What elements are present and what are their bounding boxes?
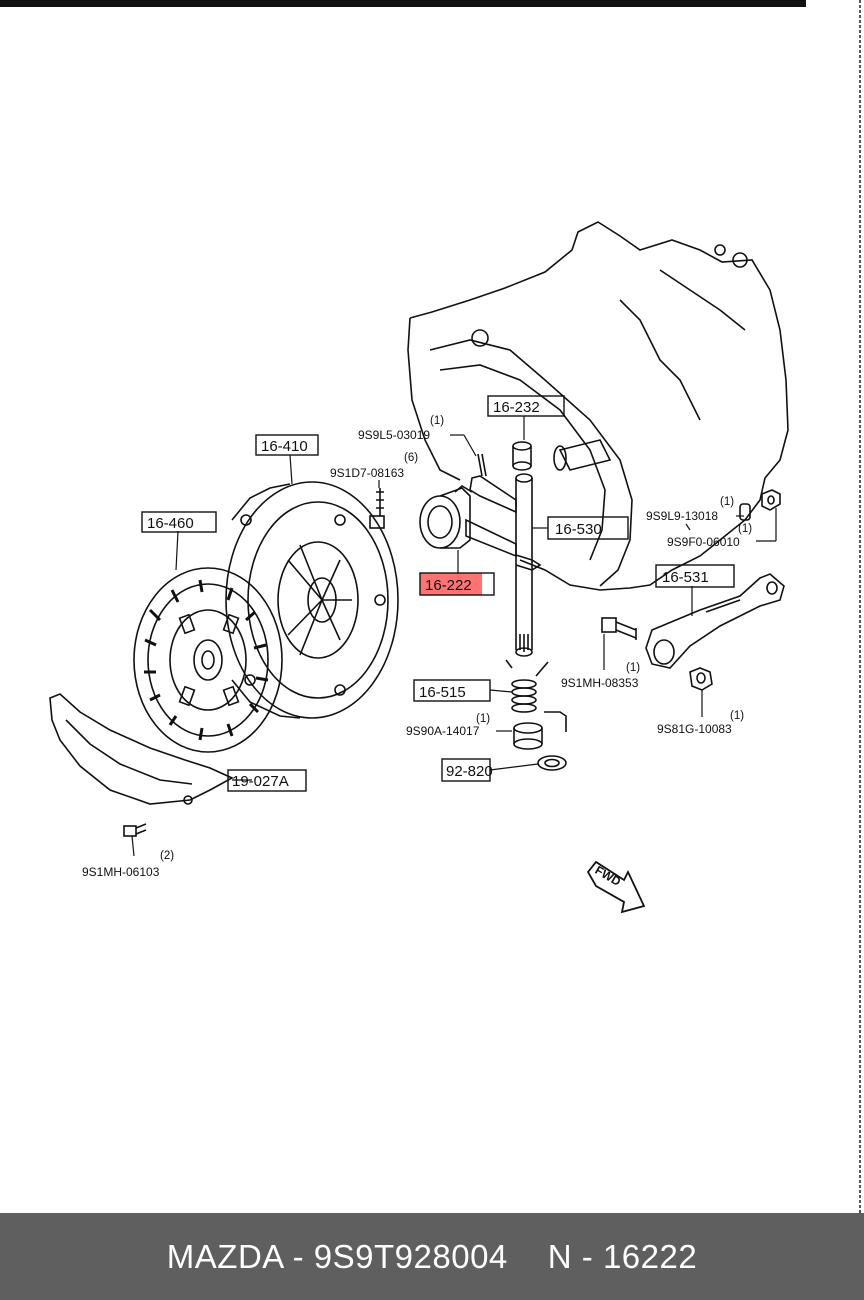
qty-9s90a-14017: (1) bbox=[476, 713, 490, 725]
label-9s1mh-08353: 9S1MH-08353 bbox=[561, 676, 639, 690]
label-16-410: 16-410 bbox=[261, 438, 308, 455]
label-16-531: 16-531 bbox=[662, 569, 709, 586]
spring-pin bbox=[477, 453, 487, 477]
label-16-232: 16-232 bbox=[493, 399, 540, 416]
fwd-arrow: FWD bbox=[586, 860, 646, 914]
label-9s1d7-08163: 9S1D7-08163 bbox=[330, 466, 404, 480]
label-9s9f0-06010: 9S9F0-06010 bbox=[667, 535, 740, 549]
qty-9s1mh-08353: (1) bbox=[626, 662, 640, 674]
part-label-boxes bbox=[141, 395, 735, 792]
release-fork-shaft bbox=[465, 473, 542, 657]
bolt-9s1d7-08163 bbox=[369, 488, 385, 529]
footer-diagram-number: N - 16222 bbox=[547, 1237, 698, 1275]
label-9s9l5-03019: 9S9L5-03019 bbox=[358, 428, 430, 442]
dust-cover bbox=[49, 693, 234, 805]
fwd-arrow-icon bbox=[586, 860, 646, 914]
bushing bbox=[512, 441, 532, 471]
nut-9s81g-10083 bbox=[689, 667, 713, 691]
part-info-footer: MAZDA - 9S9T928004 N - 16222 bbox=[0, 1213, 864, 1300]
release-bearing bbox=[419, 485, 473, 549]
transmission-housing bbox=[407, 221, 789, 591]
label-19-027a: 19-027A bbox=[232, 773, 289, 790]
label-16-460: 16-460 bbox=[147, 515, 194, 532]
qty-9s9l5-03019: (1) bbox=[430, 415, 444, 427]
footer-brand-part-number: MAZDA - 9S9T928004 bbox=[166, 1237, 508, 1275]
qty-9s9l9-13018: (1) bbox=[720, 496, 734, 508]
qty-9s9f0-06010: (1) bbox=[738, 523, 752, 535]
highlight-16-222 bbox=[420, 573, 482, 595]
top-border-bar bbox=[0, 0, 806, 7]
label-9s81g-10083: 9S81G-10083 bbox=[657, 722, 732, 736]
qty-9s1mh-06103: (2) bbox=[160, 850, 174, 862]
retainer bbox=[513, 711, 567, 750]
label-16-222: 16-222 bbox=[425, 577, 472, 594]
clutch-disc bbox=[133, 567, 283, 753]
label-16-530: 16-530 bbox=[555, 521, 602, 538]
label-9s90a-14017: 9S90A-14017 bbox=[406, 724, 480, 738]
release-lever bbox=[645, 573, 785, 669]
label-9s1mh-06103: 9S1MH-06103 bbox=[82, 865, 160, 879]
label-9s9l9-13018: 9S9L9-13018 bbox=[646, 509, 718, 523]
qty-9s81g-10083: (1) bbox=[730, 710, 744, 722]
bolt-9s1mh-06103 bbox=[123, 823, 147, 837]
qty-9s1d7-08163: (6) bbox=[404, 452, 418, 464]
label-92-820: 92-820 bbox=[446, 763, 493, 780]
spring bbox=[505, 659, 549, 713]
exploded-parts-diagram: FWD 16-410 16-460 bbox=[0, 0, 861, 1213]
leader-lines bbox=[131, 416, 777, 857]
oil-seal bbox=[537, 755, 567, 771]
clutch-cover bbox=[225, 481, 399, 719]
label-16-515: 16-515 bbox=[419, 684, 466, 701]
pin-9s9l9-13018 bbox=[739, 503, 751, 521]
bolt-9s1mh-08353 bbox=[601, 617, 637, 640]
plug-9s9f0-06010 bbox=[761, 489, 781, 511]
